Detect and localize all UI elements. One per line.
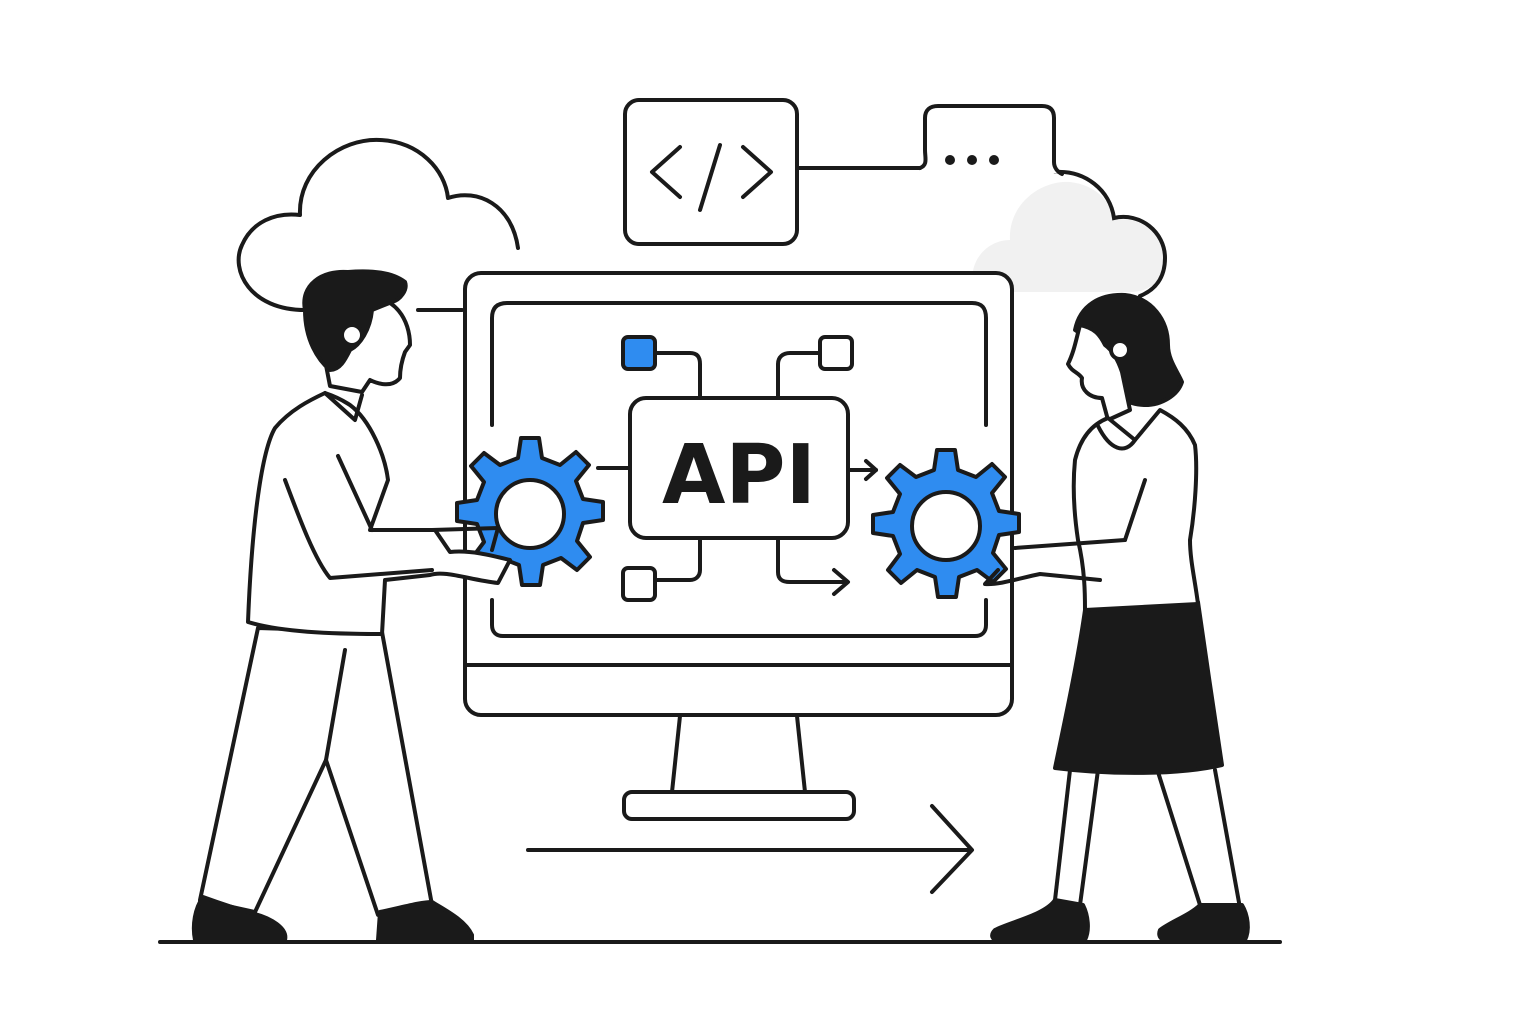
flow-node-accent — [621, 335, 657, 371]
code-icon — [623, 98, 799, 246]
flow-diagram — [596, 351, 878, 596]
left-cloud-icon — [236, 137, 520, 312]
man-hair — [302, 269, 408, 372]
woman-skirt — [1053, 600, 1224, 775]
woman-arm — [1013, 538, 1127, 550]
man-shoe-left — [191, 895, 288, 942]
woman-face — [1066, 323, 1132, 422]
man-figure — [191, 269, 512, 942]
api-box — [628, 396, 850, 540]
left-gear-icon — [455, 436, 605, 587]
api-label: API — [662, 428, 816, 523]
man-pants — [198, 626, 434, 917]
arrow-right-icon — [526, 804, 974, 894]
chat-bubble-icon — [918, 104, 1064, 176]
right-gear-icon — [871, 448, 1021, 599]
woman-shoe-right — [1157, 903, 1250, 942]
flow-node-bottom-left — [621, 566, 657, 602]
man-shirt — [246, 391, 512, 636]
woman-figure — [983, 292, 1250, 942]
man-arm — [283, 478, 434, 580]
flow-node-top-right — [818, 335, 854, 371]
woman-shoe-left — [990, 898, 1090, 942]
right-cloud-icon — [972, 169, 1168, 298]
man-shoe-right — [376, 900, 474, 942]
